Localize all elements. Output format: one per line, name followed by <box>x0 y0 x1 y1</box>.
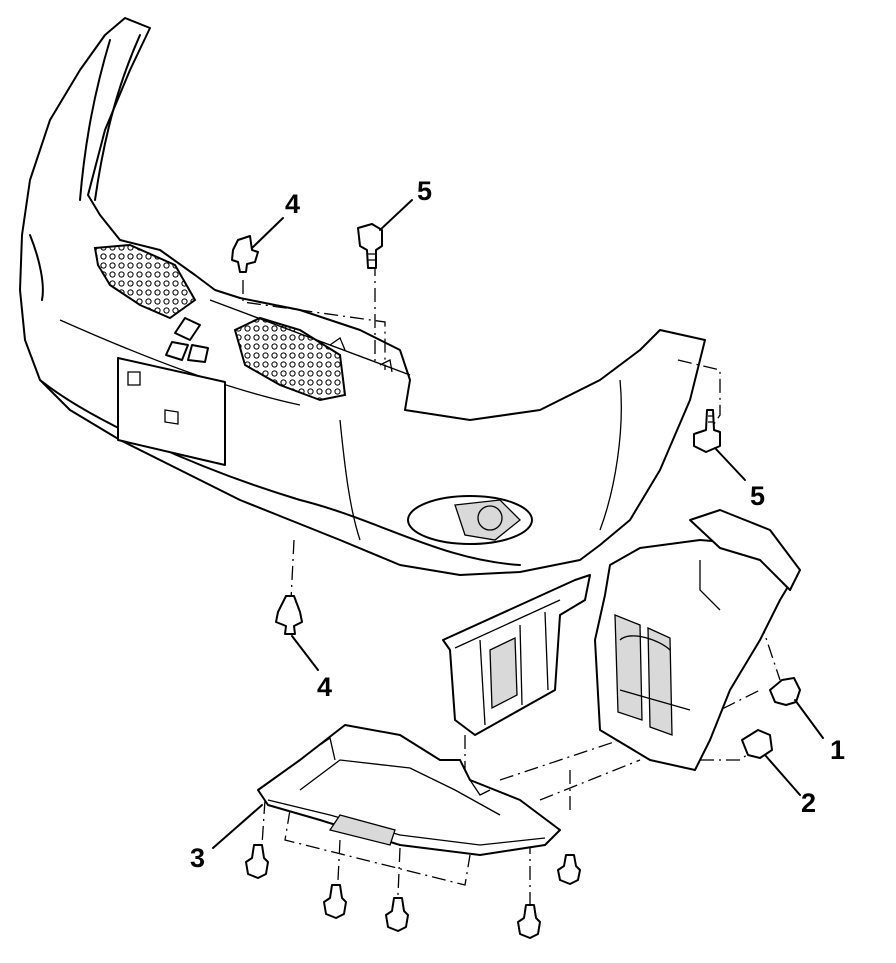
screw-2 <box>741 729 773 759</box>
clip-bottom-1 <box>245 844 269 879</box>
front-bumper-fascia <box>19 17 706 576</box>
callout-3: 3 <box>190 843 206 873</box>
callout-5-right: 5 <box>750 481 766 511</box>
clip-1 <box>769 677 801 706</box>
callout-4-bottom: 4 <box>317 672 333 702</box>
clip-bottom-2 <box>323 884 347 919</box>
callout-1: 1 <box>830 735 846 765</box>
callout-5-top: 5 <box>417 176 433 206</box>
clip-4-lower <box>275 595 303 635</box>
callout-leaders <box>212 199 824 849</box>
callout-4-top: 4 <box>285 189 301 219</box>
bolt-5-right <box>693 409 721 453</box>
bolt-5-top <box>357 223 383 269</box>
clip-bottom-3 <box>385 897 409 932</box>
clip-bottom-4 <box>517 904 541 939</box>
callout-2: 2 <box>801 788 817 818</box>
wheelhouse-splash-shield <box>594 509 801 771</box>
clip-4-top <box>231 235 259 273</box>
center-splash-shield <box>442 574 591 736</box>
lower-under-cover <box>257 724 561 856</box>
clip-bottom-5 <box>557 854 581 885</box>
